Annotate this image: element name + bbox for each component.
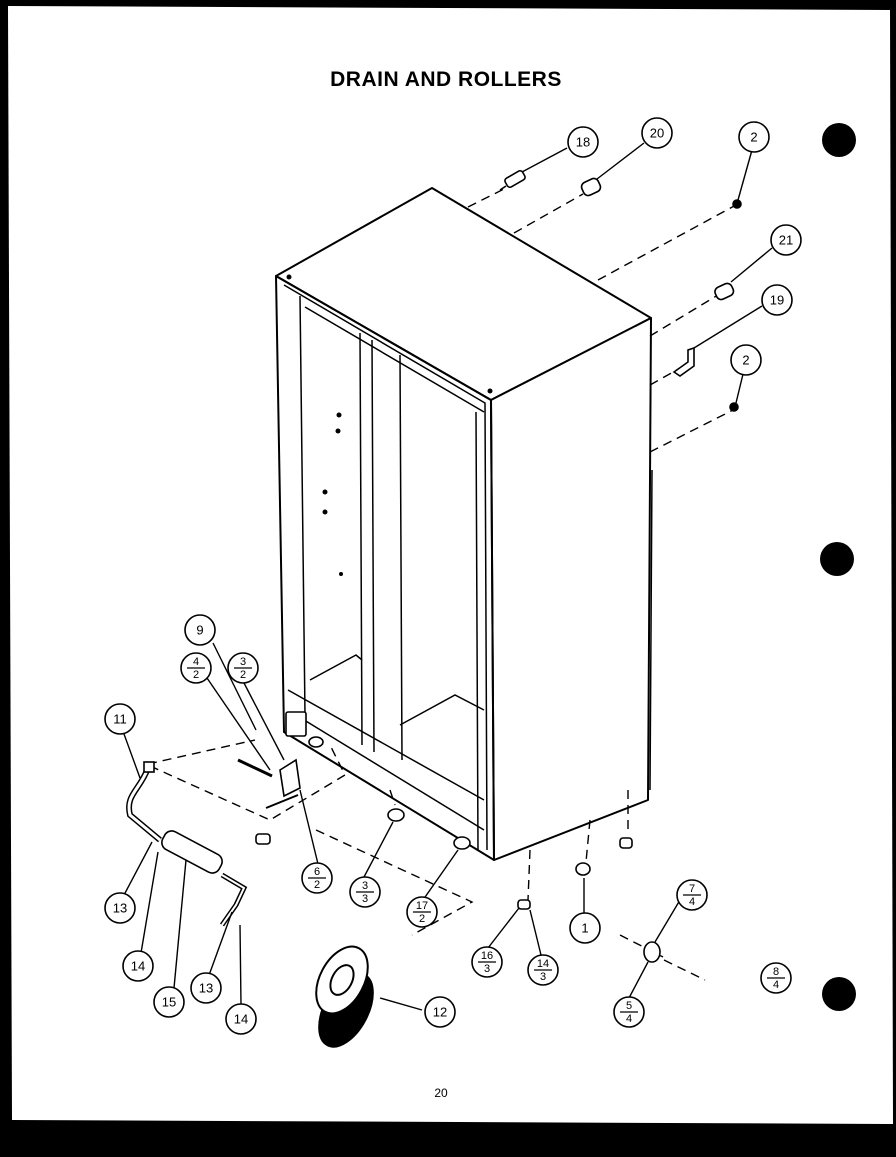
part-12-drain-pan [315, 945, 374, 1048]
binder-hole-middle [820, 542, 854, 576]
fraction-callout-f16_3: 163 [471, 946, 503, 978]
fraction-callout-f3_3: 33 [349, 876, 381, 908]
fraction-top: 6 [314, 866, 320, 878]
callout-circle [567, 126, 599, 158]
fraction-bottom: 3 [362, 893, 368, 905]
fraction-callout-f3_2: 32 [227, 652, 259, 684]
callout-c15: 15 [153, 986, 185, 1018]
callout-circle [104, 703, 136, 735]
part-20-roller [580, 177, 602, 197]
callout-label: 12 [433, 1005, 447, 1020]
callout-label: 1 [581, 921, 588, 936]
callout-circle [770, 224, 802, 256]
part-18-fitting [499, 169, 526, 191]
drain-bracket-parts [237, 758, 301, 809]
callout-c19: 19 [761, 284, 793, 316]
fraction-top: 3 [240, 656, 246, 668]
callout-c21: 21 [770, 224, 802, 256]
callout-label: 9 [196, 623, 203, 638]
fraction-callout-f5_4: 54 [613, 996, 645, 1028]
fraction-top: 8 [773, 966, 779, 978]
fraction-callout-f7_4: 74 [676, 879, 708, 911]
callout-c2a: 2 [738, 121, 770, 153]
fraction-bottom: 3 [540, 971, 546, 983]
fraction-callout-f4_2: 42 [180, 652, 212, 684]
fraction-callout-f14_3: 143 [527, 954, 559, 986]
callout-label: 13 [199, 981, 213, 996]
callout-circle [761, 284, 793, 316]
callout-label: 2 [750, 130, 757, 145]
callout-c11: 11 [104, 703, 136, 735]
callout-c13a: 13 [104, 892, 136, 924]
callout-circle [225, 1003, 257, 1035]
callout-label: 14 [234, 1012, 248, 1027]
callout-c14b: 14 [225, 1003, 257, 1035]
fraction-bottom: 2 [193, 669, 199, 681]
cabinet-front-frame [283, 284, 653, 851]
callout-circle [184, 614, 216, 646]
fraction-bottom: 2 [419, 913, 425, 925]
callout-circle [738, 121, 770, 153]
fraction-top: 7 [689, 883, 695, 895]
callout-label: 18 [576, 135, 590, 150]
callout-label: 2 [742, 353, 749, 368]
fraction-bottom: 2 [240, 669, 246, 681]
callout-c9: 9 [184, 614, 216, 646]
callout-label: 21 [779, 233, 793, 248]
callout-circle [122, 950, 154, 982]
callout-circle [641, 117, 673, 149]
fraction-top: 4 [193, 656, 199, 668]
callout-c1: 1 [569, 912, 601, 944]
callout-c13b: 13 [190, 972, 222, 1004]
callout-label: 20 [650, 126, 664, 141]
callout-circle [569, 912, 601, 944]
callout-label: 11 [113, 712, 127, 727]
small-parts [126, 169, 742, 1048]
callout-c14a: 14 [122, 950, 154, 982]
callout-layer: 18 20 2 21 19 2 9 11 13 14 15 13 14 12 1 [104, 117, 802, 1035]
front-rollers [255, 711, 661, 963]
page-number: 20 [434, 1086, 448, 1100]
callout-c18: 18 [567, 126, 599, 158]
fraction-top: 5 [626, 1000, 632, 1012]
fraction-callout-f8_4: 84 [760, 962, 792, 994]
callout-label: 19 [770, 293, 784, 308]
fraction-callout-f17_2: 172 [406, 896, 438, 928]
fraction-bottom: 4 [773, 979, 779, 991]
fraction-bottom: 4 [689, 896, 695, 908]
fraction-top: 14 [537, 958, 549, 970]
callout-c20: 20 [641, 117, 673, 149]
part-21-roller [714, 282, 735, 301]
fraction-bottom: 2 [314, 879, 320, 891]
callout-label: 15 [162, 995, 176, 1010]
fraction-bottom: 3 [484, 963, 490, 975]
part-2-screw-lower [729, 402, 739, 412]
callout-label: 14 [131, 959, 145, 974]
binder-hole-bottom [822, 977, 856, 1011]
callout-circle [730, 344, 762, 376]
callout-label: 13 [113, 901, 127, 916]
callout-circle [424, 996, 456, 1028]
fraction-top: 3 [362, 880, 368, 892]
callout-circle [153, 986, 185, 1018]
fraction-bottom: 4 [626, 1013, 632, 1025]
callout-c12: 12 [424, 996, 456, 1028]
refrigerator-cabinet [275, 187, 652, 861]
drain-tube-assembly [126, 761, 248, 927]
binder-hole-top [822, 123, 856, 157]
fraction-callout-f6_2: 62 [301, 862, 333, 894]
callout-c2b: 2 [730, 344, 762, 376]
callout-leaders [123, 142, 773, 1011]
fraction-top: 17 [416, 900, 428, 912]
diagram-title: DRAIN AND ROLLERS [330, 68, 562, 91]
paper-sheet [8, 6, 893, 1124]
part-2-screw-upper [732, 199, 742, 209]
mounting-holes [286, 274, 493, 576]
callout-circle [104, 892, 136, 924]
fraction-top: 16 [481, 950, 493, 962]
callout-circle [190, 972, 222, 1004]
